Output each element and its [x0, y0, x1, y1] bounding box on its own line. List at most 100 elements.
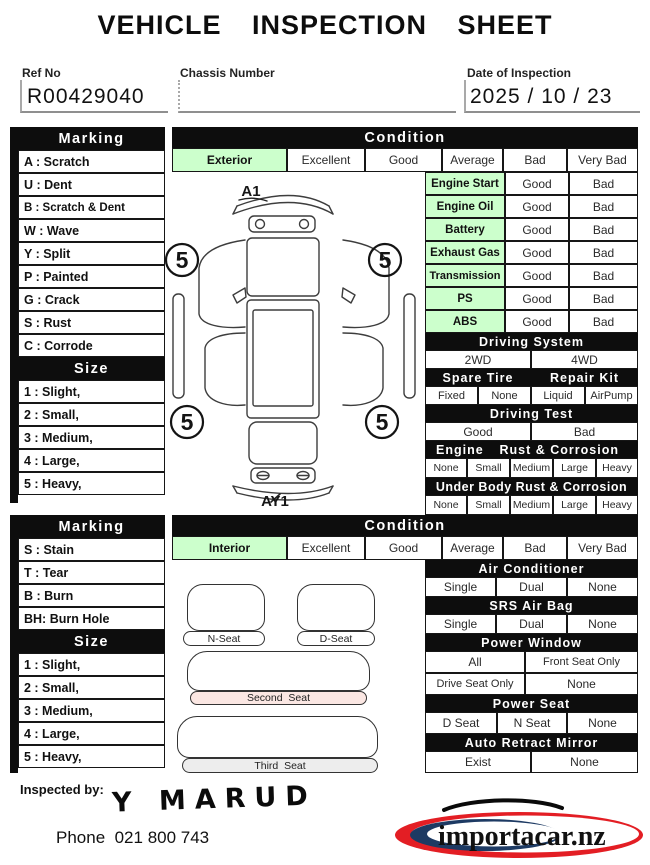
spare-tire-header: Spare Tire — [425, 369, 531, 386]
rating-option: Very Bad — [567, 148, 638, 172]
check-label: PS — [425, 287, 505, 310]
second-seat-shape — [187, 651, 370, 691]
power-seat-n-seat: N Seat — [497, 712, 567, 734]
car-damage-diagram: A1 AY1 5 5 5 5 — [164, 183, 416, 508]
inspection-date-field — [464, 80, 640, 113]
importacar-logo: importacar.nz — [395, 798, 643, 858]
inspection-date-value: 2025 / 10 / 23 — [470, 85, 613, 108]
legend-row: Y : Split — [18, 242, 165, 265]
legend-row: S : Rust — [18, 311, 165, 334]
rating-option: Bad — [503, 536, 567, 560]
check-good-selected: Good — [505, 287, 569, 310]
check-good-selected: Good — [505, 264, 569, 287]
exterior-condition-header: Condition — [172, 127, 638, 148]
legend-row: S : Stain — [18, 538, 165, 561]
power-window-front-seat-only: Front Seat Only — [525, 651, 638, 673]
power-window-none: None — [525, 673, 638, 695]
rating-option-selected: Good — [365, 148, 442, 172]
legend-row: T : Tear — [18, 561, 165, 584]
wheel-size-mark: 5 — [181, 409, 194, 435]
legend-row: 4 : Large, — [18, 722, 165, 745]
repair-kit-header: Repair Kit — [531, 369, 638, 386]
interior-size-header: Size — [18, 630, 165, 653]
inspection-date-label: Date of Inspection — [467, 66, 572, 80]
driving-system-header: Driving System — [425, 333, 638, 350]
legend-row: B : Burn — [18, 584, 165, 607]
engine-rust-header-left: Engine — [436, 442, 484, 457]
auto-retract-mirror-exist-selected: Exist — [425, 751, 531, 773]
chassis-number-label: Chassis Number — [180, 66, 275, 80]
driving-test-bad: Bad — [531, 422, 638, 441]
chassis-number-field — [178, 80, 456, 113]
check-label: Engine Start — [425, 172, 505, 195]
third-seat-label: Third Seat — [182, 758, 378, 773]
ref-no-label: Ref No — [22, 66, 61, 80]
air-conditioner-single-selected: Single — [425, 577, 496, 597]
check-label: Battery — [425, 218, 505, 241]
auto-retract-mirror-header: Auto Retract Mirror — [425, 734, 638, 751]
engine-rust-header-right: Rust & Corrosion — [499, 442, 619, 457]
logo-car-roof-icon — [442, 798, 564, 812]
wheel-size-mark: 5 — [376, 409, 389, 435]
left-black-strip-exterior — [10, 127, 18, 503]
repair-kit-airpump: AirPump — [585, 386, 638, 405]
check-good-selected: Good — [505, 195, 569, 218]
underbody-rust-small-selected: Small — [467, 495, 510, 515]
check-bad: Bad — [569, 287, 638, 310]
power-window-drive-seat-only: Drive Seat Only — [425, 673, 525, 695]
power-seat-d-seat: D Seat — [425, 712, 497, 734]
driving-system-2wd-selected: 2WD — [425, 350, 531, 369]
exterior-row-label: Exterior — [172, 148, 287, 172]
underbody-rust-header: Under Body Rust & Corrosion — [425, 478, 638, 495]
legend-row: W : Wave — [18, 219, 165, 242]
front-damage-code: A1 — [241, 183, 260, 200]
wheel-size-mark: 5 — [176, 247, 189, 273]
n-seat-shape — [187, 584, 265, 631]
check-good-selected: Good — [505, 218, 569, 241]
d-seat-shape — [297, 584, 375, 631]
n-seat-label: N-Seat — [183, 631, 265, 646]
engine-rust-small-selected: Small — [467, 458, 510, 478]
power-seat-header: Power Seat — [425, 695, 638, 712]
underbody-rust-none: None — [425, 495, 467, 515]
rating-option: Excellent — [287, 536, 365, 560]
logo-text: importacar.nz — [438, 821, 606, 852]
driving-test-header: Driving Test — [425, 405, 638, 422]
srs-air-bag-header: SRS Air Bag — [425, 597, 638, 614]
left-black-strip-interior — [10, 515, 18, 773]
legend-row: G : Crack — [18, 288, 165, 311]
legend-row: 2 : Small, — [18, 403, 165, 426]
check-label: Exhaust Gas — [425, 241, 505, 264]
power-window-all-selected: All — [425, 651, 525, 673]
ref-no-value: R00429040 — [27, 85, 145, 108]
engine-rust-header: Engine Rust & Corrosion — [425, 441, 638, 458]
phone-number: Phone 021 800 743 — [56, 828, 210, 847]
interior-condition-header: Condition — [172, 515, 638, 536]
wheel-size-mark: 5 — [379, 247, 392, 273]
driving-system-4wd: 4WD — [531, 350, 638, 369]
second-seat-label: Second Seat — [190, 691, 367, 705]
air-conditioner-header: Air Conditioner — [425, 560, 638, 577]
engine-rust-none: None — [425, 458, 467, 478]
auto-retract-mirror-none: None — [531, 751, 638, 773]
check-label: Transmission — [425, 264, 505, 287]
air-conditioner-dual: Dual — [496, 577, 567, 597]
engine-rust-heavy: Heavy — [596, 458, 638, 478]
srs-air-bag-dual-selected: Dual — [496, 614, 567, 634]
interior-marking-header: Marking — [18, 515, 165, 538]
page-title: VEHICLE INSPECTION SHEET — [97, 10, 553, 40]
check-bad: Bad — [569, 218, 638, 241]
rating-option: Average — [442, 536, 503, 560]
repair-kit-liquid: Liquid — [531, 386, 585, 405]
check-bad: Bad — [569, 264, 638, 287]
spare-tire-fixed-selected: Fixed — [425, 386, 478, 405]
legend-row: 5 : Heavy, — [18, 745, 165, 768]
check-good-selected: Good — [505, 172, 569, 195]
legend-row: 2 : Small, — [18, 676, 165, 699]
underbody-rust-medium: Medium — [510, 495, 553, 515]
power-window-header: Power Window — [425, 634, 638, 651]
legend-row: U : Dent — [18, 173, 165, 196]
legend-row: 4 : Large, — [18, 449, 165, 472]
legend-row: 3 : Medium, — [18, 699, 165, 722]
